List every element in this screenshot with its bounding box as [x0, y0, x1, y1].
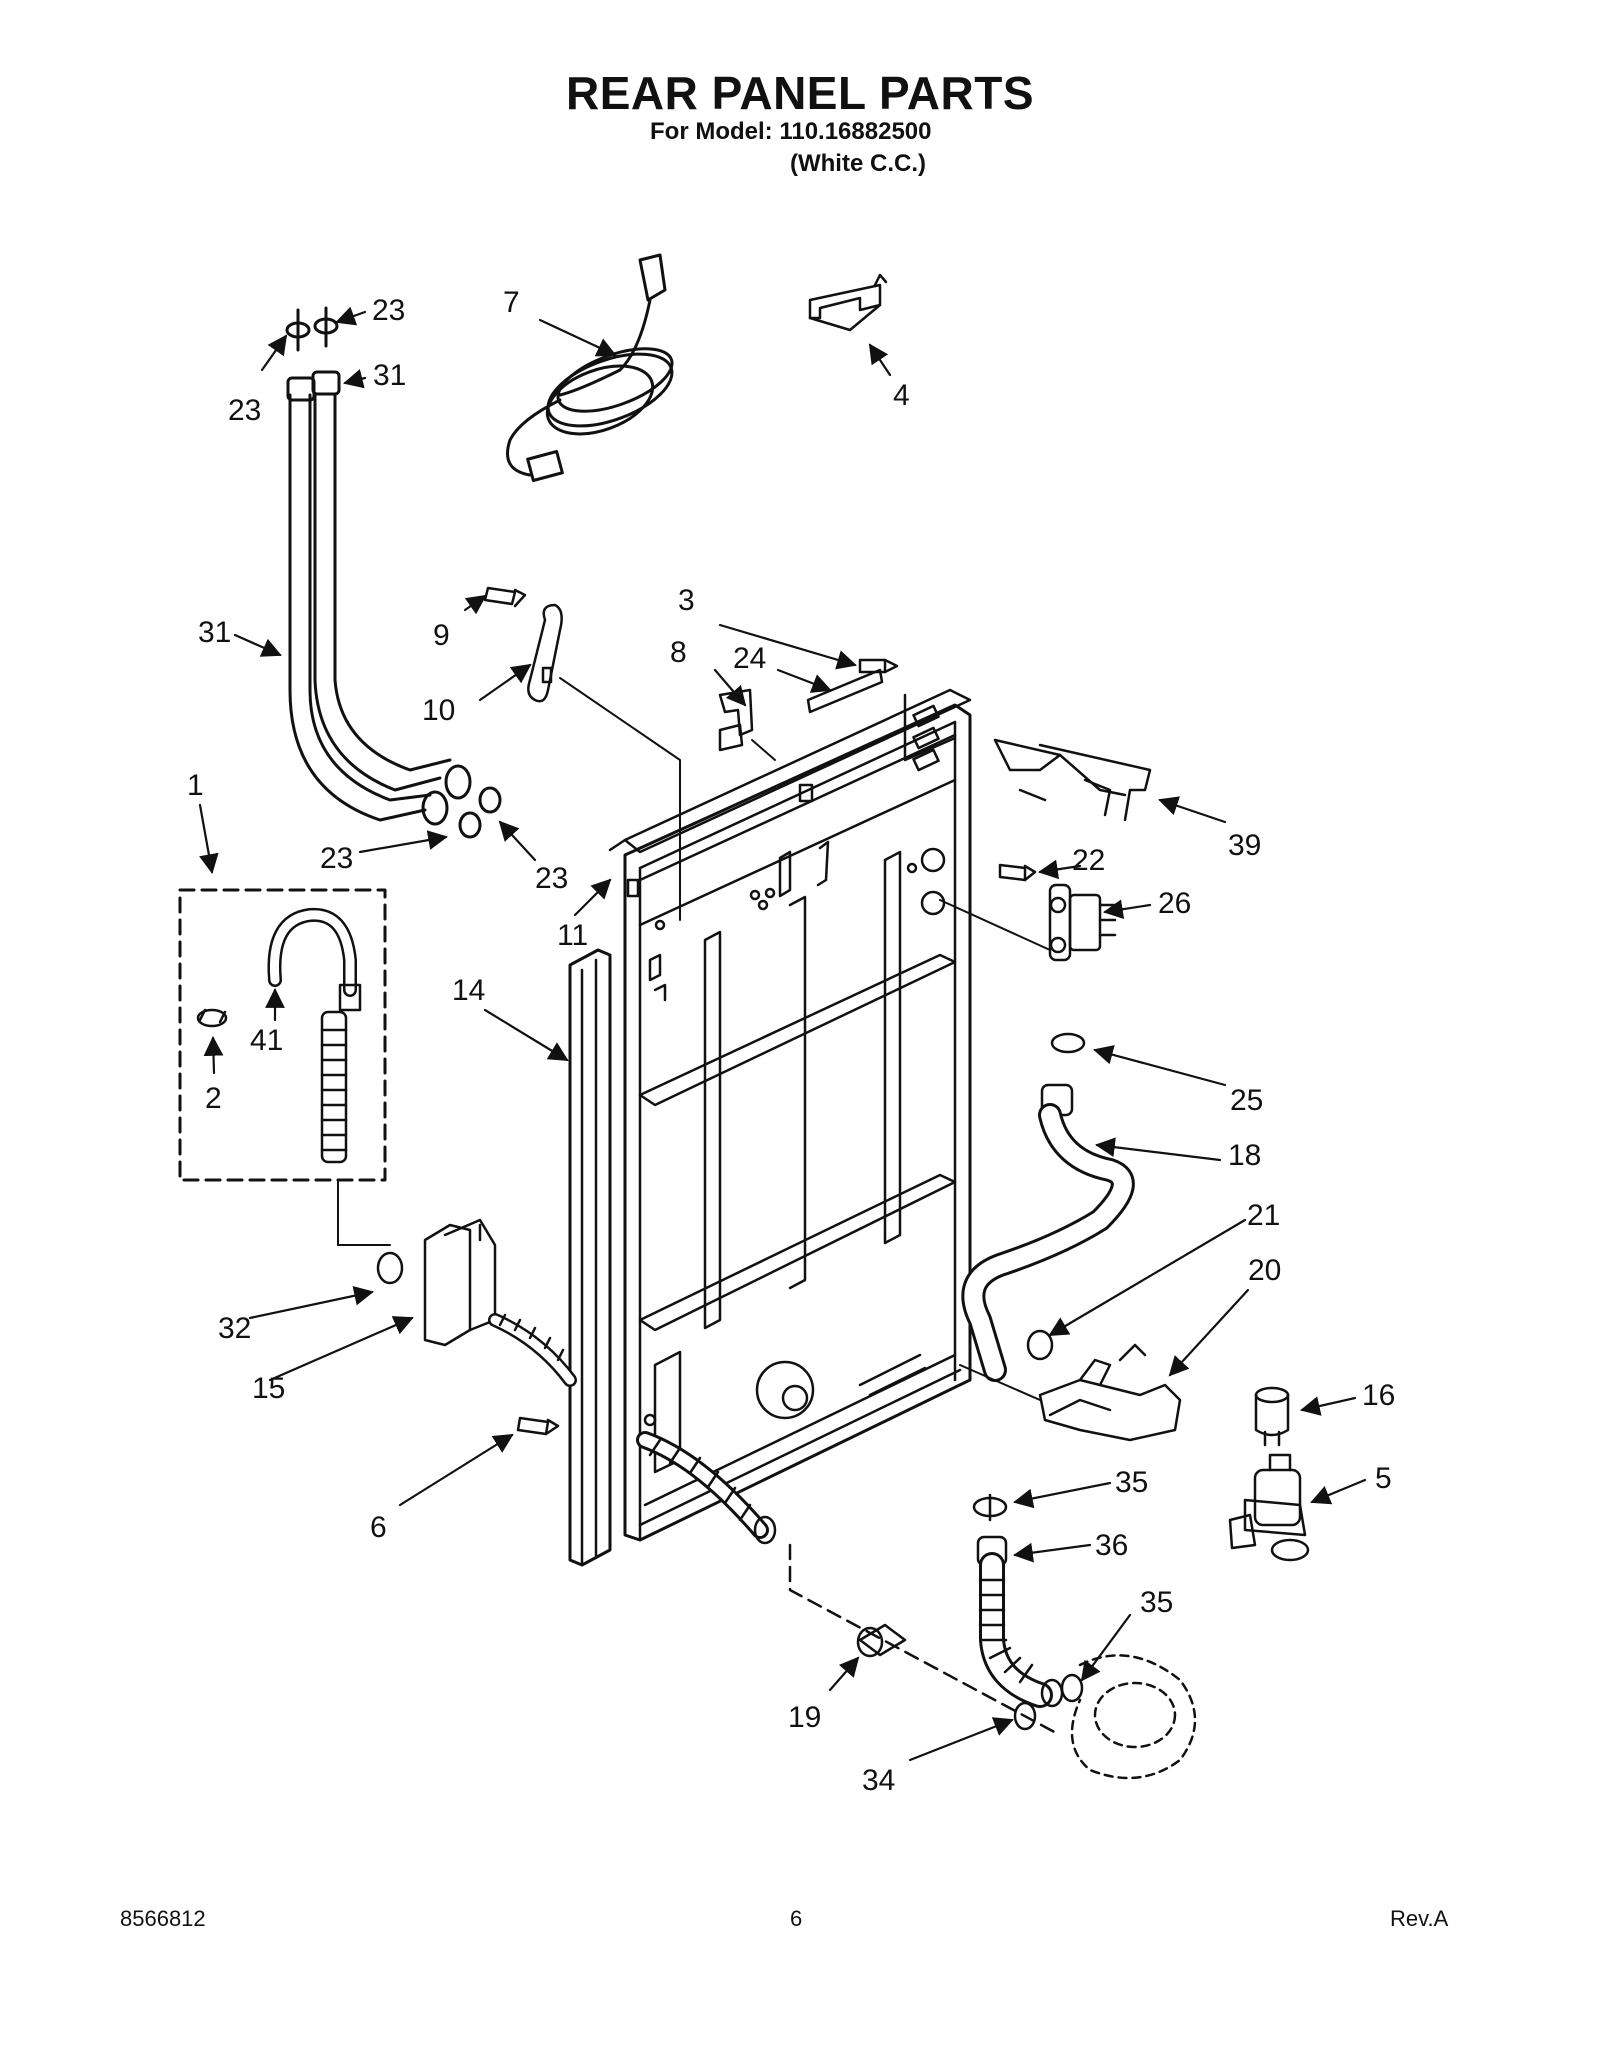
callout-21: 21	[1247, 1199, 1280, 1232]
capacitor	[1254, 1386, 1290, 1447]
callout-11: 11	[557, 919, 588, 952]
callout-5: 5	[1375, 1462, 1392, 1495]
callout-32: 32	[218, 1312, 251, 1345]
callout-23: 23	[320, 842, 353, 875]
callout-26: 26	[1158, 887, 1191, 920]
callout-14: 14	[452, 974, 485, 1007]
callout-20: 20	[1248, 1254, 1281, 1287]
callout-23: 23	[372, 294, 405, 327]
callout-25: 25	[1230, 1084, 1263, 1117]
callout-36: 36	[1095, 1529, 1128, 1562]
callout-leaders	[203, 306, 1367, 1762]
drain-hose-assembly	[376, 1218, 777, 1545]
callout-8: 8	[670, 636, 687, 669]
model-number: For Model: 110.16882500	[650, 118, 932, 145]
inlet-hoses	[285, 306, 502, 839]
callout-24: 24	[733, 642, 766, 675]
callout-31: 31	[373, 359, 406, 392]
hose-bracket	[993, 738, 1152, 822]
air-dome-bracket	[959, 1343, 1182, 1442]
drain-hose-kit	[178, 888, 391, 1246]
callout-10: 10	[422, 694, 455, 727]
callout-16: 16	[1362, 1379, 1395, 1412]
callout-labels: 23 23 31 31 7 4 3 9 8 24 10 1 23 23 11 3…	[187, 286, 1395, 1797]
page-title: REAR PANEL PARTS	[565, 67, 1035, 119]
callout-6: 6	[370, 1511, 387, 1544]
callout-2: 2	[205, 1082, 222, 1115]
kit-leader	[198, 803, 219, 874]
mounting-bracket	[808, 273, 888, 332]
callout-4: 4	[893, 379, 910, 412]
callout-22: 22	[1072, 844, 1105, 877]
callout-31: 31	[198, 616, 231, 649]
callout-7: 7	[503, 286, 520, 319]
callout-41: 41	[250, 1024, 283, 1057]
pump-outlet-hose	[972, 1493, 1084, 1708]
page-number: 6	[790, 1906, 803, 1931]
pump-motor	[1228, 1453, 1310, 1562]
document-number: 8566812	[120, 1906, 206, 1931]
callout-35: 35	[1115, 1466, 1148, 1499]
fill-hose	[961, 1032, 1135, 1382]
callout-3: 3	[678, 584, 695, 617]
callout-19: 19	[788, 1701, 821, 1734]
callout-18: 18	[1228, 1139, 1261, 1172]
callout-39: 39	[1228, 829, 1261, 862]
power-cord	[506, 253, 674, 483]
callout-9: 9	[433, 619, 450, 652]
revision-label: Rev.A	[1390, 1906, 1449, 1931]
callout-23: 23	[535, 862, 568, 895]
callout-35: 35	[1140, 1586, 1173, 1619]
model-variant: (White C.C.)	[790, 150, 926, 177]
upper-small-parts	[483, 586, 899, 921]
callout-15: 15	[252, 1372, 285, 1405]
drain-connection	[788, 1543, 1197, 1780]
callout-1: 1	[187, 769, 204, 802]
water-valve	[939, 863, 1117, 962]
rear-panel	[608, 688, 972, 1542]
callout-23: 23	[228, 394, 261, 427]
side-trim-strip	[568, 948, 612, 1567]
callout-34: 34	[862, 1764, 895, 1797]
